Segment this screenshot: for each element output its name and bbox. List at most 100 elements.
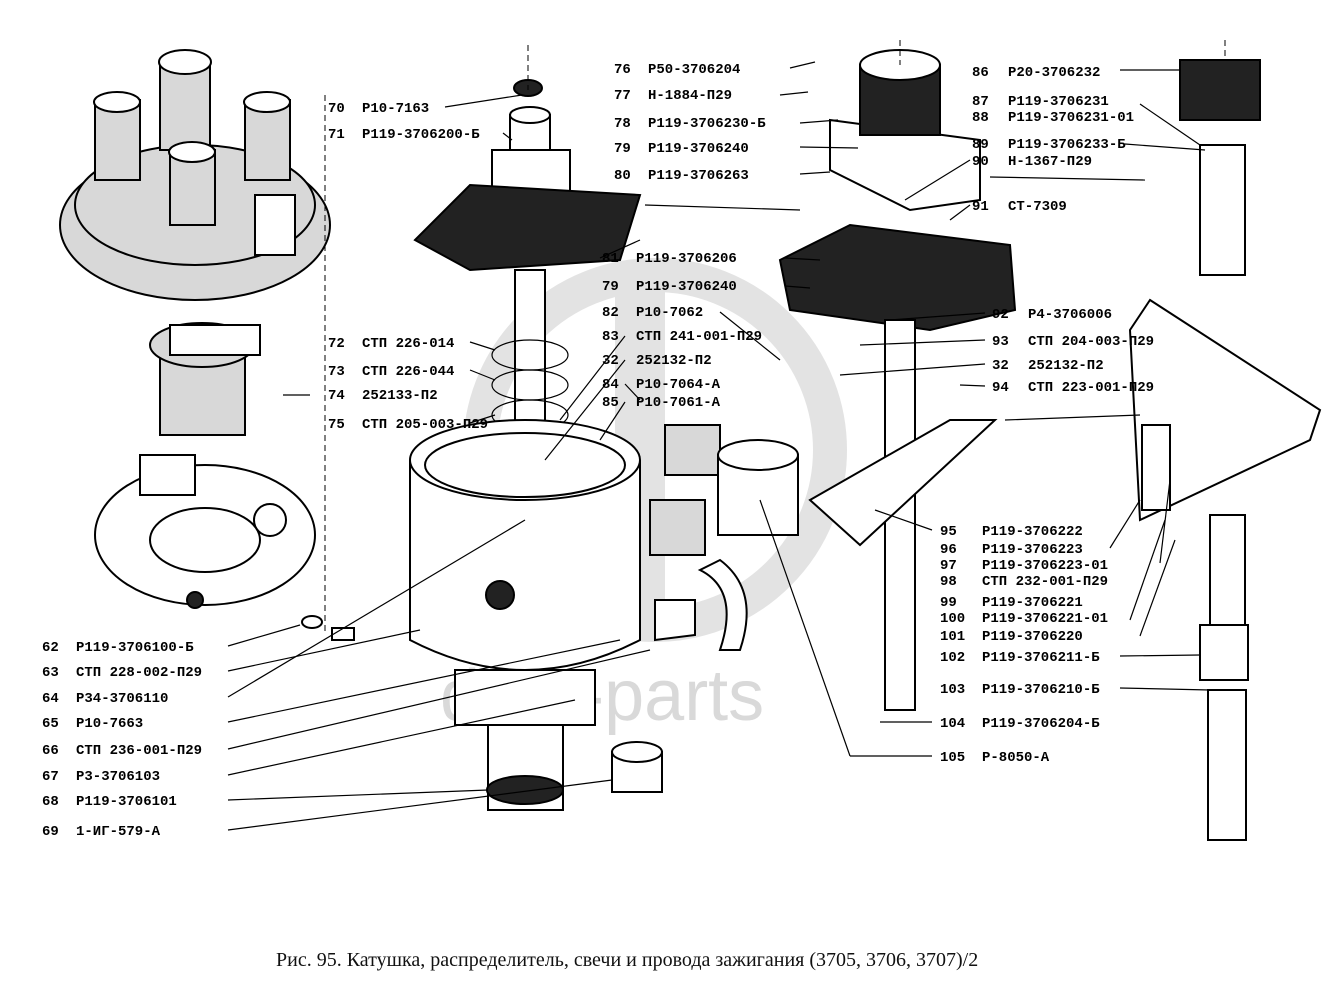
callout-part: Р119-3706221-01 (982, 611, 1108, 627)
callout-number: 99 (940, 595, 957, 611)
callout-part: Р4-3706006 (1028, 307, 1112, 323)
callout-number: 72 (328, 336, 345, 352)
callout-number: 101 (940, 629, 965, 645)
callout-number: 98 (940, 574, 957, 590)
assembly-axes (324, 40, 1226, 635)
callout-part: Р119-3706223 (982, 542, 1083, 558)
condenser-parts (649, 424, 799, 651)
callout-part: Р119-3706263 (648, 168, 749, 184)
callout-part: Р119-3706211-Б (982, 650, 1100, 666)
callout-part: Р119-3706200-Б (362, 127, 480, 143)
distributor-housing (409, 419, 641, 811)
callout-number: 94 (992, 380, 1009, 396)
callout-number: 32 (602, 353, 619, 369)
bushing (611, 741, 663, 793)
distributor-cap (59, 49, 331, 301)
callout-part: 1-ИГ-579-А (76, 824, 161, 840)
callout-part: Р50-3706204 (648, 62, 740, 78)
callout-number: 66 (42, 743, 59, 759)
callout-number: 73 (328, 364, 345, 380)
callout-number: 68 (42, 794, 59, 810)
callout-number: 102 (940, 650, 965, 666)
callout-part: Р3-3706103 (76, 769, 160, 785)
callout-part: Р10-7061-А (636, 395, 721, 411)
callout-number: 87 (972, 94, 989, 110)
callout-part: Р-8050-А (982, 750, 1050, 766)
callouts-mid-left: 72 СТП 226-014 73 СТП 226-044 74 252133-… (328, 336, 488, 433)
callout-part: Р10-7163 (362, 101, 429, 117)
drive-assembly (1128, 59, 1322, 841)
figure-caption: Рис. 95. Катушка, распределитель, свечи … (276, 949, 978, 971)
callout-number: 81 (602, 251, 619, 267)
callout-number: 78 (614, 116, 631, 132)
callout-part: Р119-3706206 (636, 251, 737, 267)
callout-part: Р119-3706210-Б (982, 682, 1100, 698)
callout-part: СТП 204-003-П29 (1028, 334, 1154, 350)
callout-part: Р119-3706101 (76, 794, 177, 810)
callout-number: 93 (992, 334, 1009, 350)
callout-part: Р119-3706221 (982, 595, 1083, 611)
callout-part: СТП 205-003-П29 (362, 417, 488, 433)
callout-number: 69 (42, 824, 59, 840)
callout-part: 252132-П2 (636, 353, 712, 369)
callouts-right-mid: 92 Р4-3706006 93 СТП 204-003-П29 32 2521… (992, 307, 1154, 396)
callout-part: Р119-3706240 (636, 279, 737, 295)
callout-number: 64 (42, 691, 59, 707)
callout-part: СТ-7309 (1008, 199, 1067, 215)
callouts-top-center: 76 Р50-3706204 77 Н-1884-П29 78 Р119-370… (614, 62, 766, 184)
callout-number: 63 (42, 665, 59, 681)
callout-part: Р20-3706232 (1008, 65, 1100, 81)
callout-number: 71 (328, 127, 345, 143)
callouts-top-right: 86 Р20-3706232 87 Р119-3706231 88 Р119-3… (972, 65, 1134, 215)
callout-part: Р119-3706100-Б (76, 640, 194, 656)
callout-part: Р119-3706204-Б (982, 716, 1100, 732)
callout-number: 79 (614, 141, 631, 157)
callout-number: 82 (602, 305, 619, 321)
callout-part: Р119-3706240 (648, 141, 749, 157)
callout-number: 77 (614, 88, 631, 104)
callout-number: 90 (972, 154, 989, 170)
callout-number: 91 (972, 199, 989, 215)
callout-part: Р119-3706233-Б (1008, 137, 1126, 153)
callout-part: Р119-3706220 (982, 629, 1083, 645)
callouts-upper-left: 70 Р10-7163 71 Р119-3706200-Б (328, 101, 480, 143)
callout-number: 92 (992, 307, 1009, 323)
washer-and-screw (301, 615, 355, 641)
callout-number: 79 (602, 279, 619, 295)
callout-number: 86 (972, 65, 989, 81)
callout-part: Р10-7062 (636, 305, 703, 321)
callout-part: СТП 223-001-П29 (1028, 380, 1154, 396)
callout-number: 83 (602, 329, 619, 345)
callout-part: Р119-3706230-Б (648, 116, 766, 132)
callouts-left: 62 Р119-3706100-Б 63 СТП 228-002-П29 64 … (42, 640, 202, 840)
callout-number: 62 (42, 640, 59, 656)
breaker-plate (94, 454, 316, 609)
callout-part: 252132-П2 (1028, 358, 1104, 374)
callout-number: 89 (972, 137, 989, 153)
callout-part: Р10-7064-А (636, 377, 721, 393)
callout-number: 96 (940, 542, 957, 558)
callout-part: СТП 241-001-П29 (636, 329, 762, 345)
callout-number: 80 (614, 168, 631, 184)
rotor (149, 322, 261, 436)
callout-part: СТП 226-044 (362, 364, 454, 380)
callout-part: Н-1884-П29 (648, 88, 732, 104)
callout-number: 84 (602, 377, 619, 393)
callout-part: Р34-3706110 (76, 691, 168, 707)
callout-number: 65 (42, 716, 59, 732)
callout-part: 252133-П2 (362, 388, 438, 404)
callout-number: 95 (940, 524, 957, 540)
callout-number: 104 (940, 716, 965, 732)
callout-number: 76 (614, 62, 631, 78)
callout-number: 103 (940, 682, 965, 698)
callout-part: Р119-3706231 (1008, 94, 1109, 110)
callout-part: Р119-3706223-01 (982, 558, 1108, 574)
callout-part: СТП 236-001-П29 (76, 743, 202, 759)
callout-number: 70 (328, 101, 345, 117)
leader-lines (227, 61, 1211, 831)
callouts-lower-right: 95 Р119-3706222 96 Р119-3706223 97 Р119-… (940, 524, 1108, 766)
callout-part: Р119-3706222 (982, 524, 1083, 540)
callout-part: СТП 226-014 (362, 336, 454, 352)
callout-number: 32 (992, 358, 1009, 374)
